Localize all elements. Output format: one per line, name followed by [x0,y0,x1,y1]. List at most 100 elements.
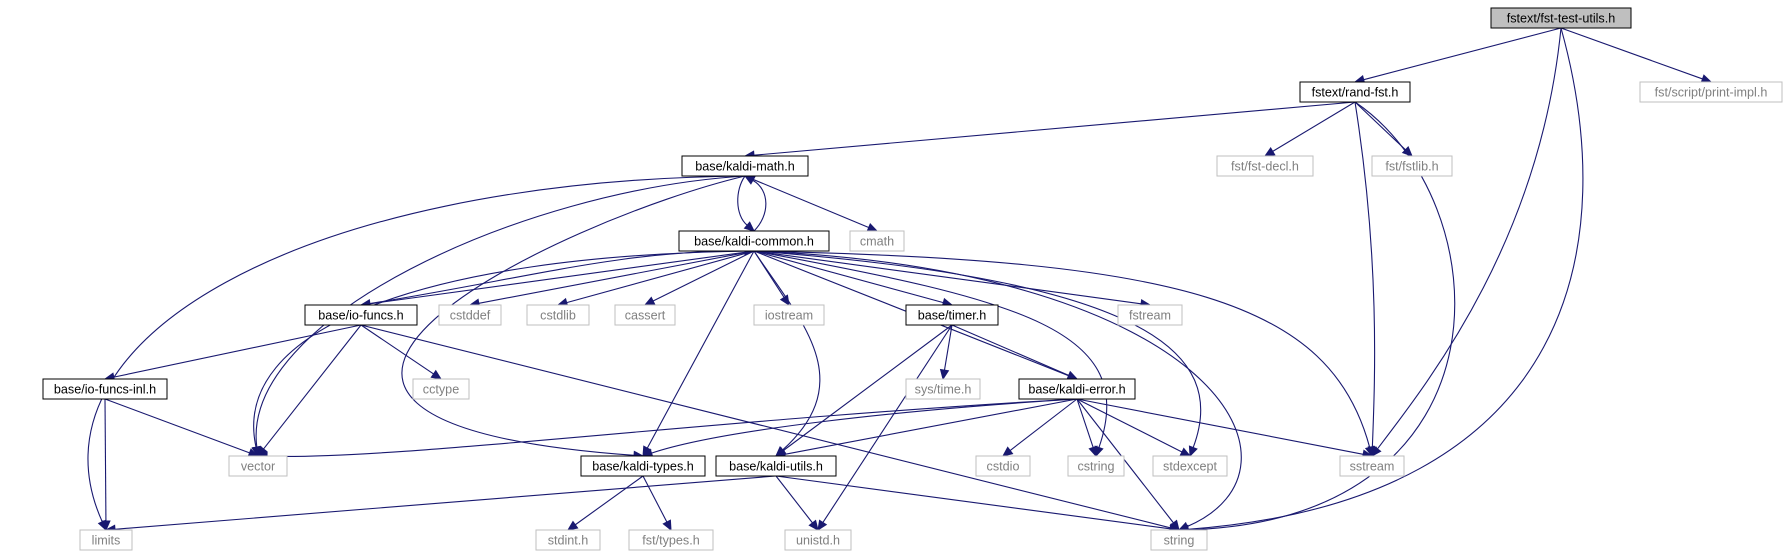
node-cstdlib: cstdlib [526,304,590,326]
node-base-kaldi-utils[interactable]: base/kaldi-utils.h [715,455,837,477]
node-base-kaldi-common[interactable]: base/kaldi-common.h [678,230,830,252]
node-label: stdexcept [1163,460,1217,474]
node-label: base/timer.h [918,309,987,323]
node-sys-time: sys/time.h [905,378,981,400]
arrow-head-icon [1263,147,1276,157]
node-label: unistd.h [796,534,840,548]
edge-line [1377,27,1562,450]
node-box [580,455,706,477]
edge-fstext_rand_fst-to-sstream [1354,101,1378,458]
node-label: cstdio [987,460,1020,474]
edge-base_kaldi_common-to-vector [251,250,755,458]
node-base-kaldi-error[interactable]: base/kaldi-error.h [1018,378,1136,400]
node-cctype: cctype [412,378,470,400]
arrow-head-icon [939,368,950,381]
edge-line [1354,101,1406,151]
edge-base_kaldi_types-to-fst_types [642,475,672,532]
edge-line [113,324,362,378]
node-label: base/io-funcs-inl.h [54,383,156,397]
node-fst-types: fst/types.h [628,529,714,551]
node-label: fstext/fst-test-utils.h [1507,12,1615,26]
node-box [1150,529,1208,551]
node-fstext-rand-fst[interactable]: fstext/rand-fst.h [1299,81,1411,103]
node-box [304,304,418,326]
node-base-io-funcs[interactable]: base/io-funcs.h [304,304,418,326]
node-label: fst/fstlib.h [1385,160,1438,174]
node-cassert: cassert [614,304,676,326]
arrow-head-icon [1188,445,1198,458]
nodes-layer: fstext/fst-test-utils.h fstext/rand-fst.h… [42,7,1783,551]
node-label: string [1164,534,1195,548]
edge-base_kaldi_common-to-cstddef [468,250,755,308]
arrow-head-icon [743,221,755,232]
edge-line [1076,398,1094,448]
arrow-head-icon [1177,521,1190,531]
node-cmath: cmath [849,230,905,252]
edge-base_kaldi_math-to-limits [87,175,746,532]
edge-base_io_funcs_inl-to-vector [104,398,260,458]
edge-line [1187,27,1584,530]
edge-base_io_funcs-to-cctype [360,324,443,380]
edge-line [651,398,1078,454]
edge-base_io_funcs-to-vector [257,324,362,457]
node-box [753,304,825,326]
node-label: cctype [423,383,459,397]
node-cstring: cstring [1067,455,1125,477]
edge-line [104,398,107,522]
node-box [1299,81,1411,103]
node-label: sstream [1350,460,1395,474]
node-fst-script-print-impl: fst/script/print-impl.h [1639,81,1783,103]
edge-line [753,250,1142,305]
edge-line [753,250,1371,448]
edge-base_kaldi_common-to-fstream [753,250,1152,309]
edge-base_io_funcs-to-base_kaldi_common [360,246,756,306]
node-base-kaldi-math[interactable]: base/kaldi-math.h [681,155,809,177]
edge-line [263,324,362,450]
edge-base_io_funcs_inl-to-limits [101,398,111,532]
node-box [1490,7,1632,29]
edge-line [1009,398,1078,451]
arrow-head-icon [567,520,579,531]
edge-base_kaldi_utils-to-limits [104,475,777,534]
node-base-timer[interactable]: base/timer.h [905,304,999,326]
node-box [975,455,1031,477]
edge-line [266,398,1078,458]
node-base-io-funcs-inl[interactable]: base/io-funcs-inl.h [42,378,168,400]
edge-base_kaldi_common-to-base_kaldi_utils [753,250,821,457]
edge-line [753,250,821,451]
edge-base_kaldi_math-to-base_kaldi_common [737,175,755,232]
edge-base_kaldi_error-to-base_kaldi_utils [774,398,1078,459]
node-box [228,455,288,477]
node-fst-fst-decl: fst/fst-decl.h [1216,155,1314,177]
edge-line [642,475,668,523]
edge-line [753,101,1356,156]
node-label: cstdlib [540,309,576,323]
node-label: base/kaldi-common.h [694,235,814,249]
edge-base_kaldi_common-to-string [753,250,1242,531]
edge-line [646,250,755,449]
node-label: fst/fst-decl.h [1231,160,1299,174]
node-label: fst/script/print-impl.h [1655,86,1768,100]
edge-line [782,324,953,452]
node-string: string [1150,529,1208,551]
node-box [905,304,999,326]
arrow-head-icon [1179,447,1192,457]
node-cstdio: cstdio [975,455,1031,477]
node-label: iostream [765,309,813,323]
edge-base_kaldi_error-to-base_kaldi_types [641,398,1078,458]
node-box [1339,455,1405,477]
node-fstext-fst-test-utils[interactable]: fstext/fst-test-utils.h [1490,7,1632,29]
edge-line [401,175,746,456]
arrow-head-icon [1088,445,1098,458]
edge-base_io_funcs-to-base_io_funcs_inl [103,324,362,382]
edge-line [574,475,644,526]
edge-fstext_fst_test_utils-to-fst_script_print_impl [1560,27,1713,84]
edge-base_kaldi_common-to-cstdlib [556,250,755,308]
node-base-kaldi-types[interactable]: base/kaldi-types.h [580,455,706,477]
edge-line [255,175,746,448]
node-box [79,529,133,551]
node-label: limits [92,534,121,548]
edge-base_kaldi_common-to-cassert [643,250,755,306]
edge-base_kaldi_utils-to-string [775,475,1181,534]
edge-base_kaldi_error-to-cstring [1076,398,1098,458]
